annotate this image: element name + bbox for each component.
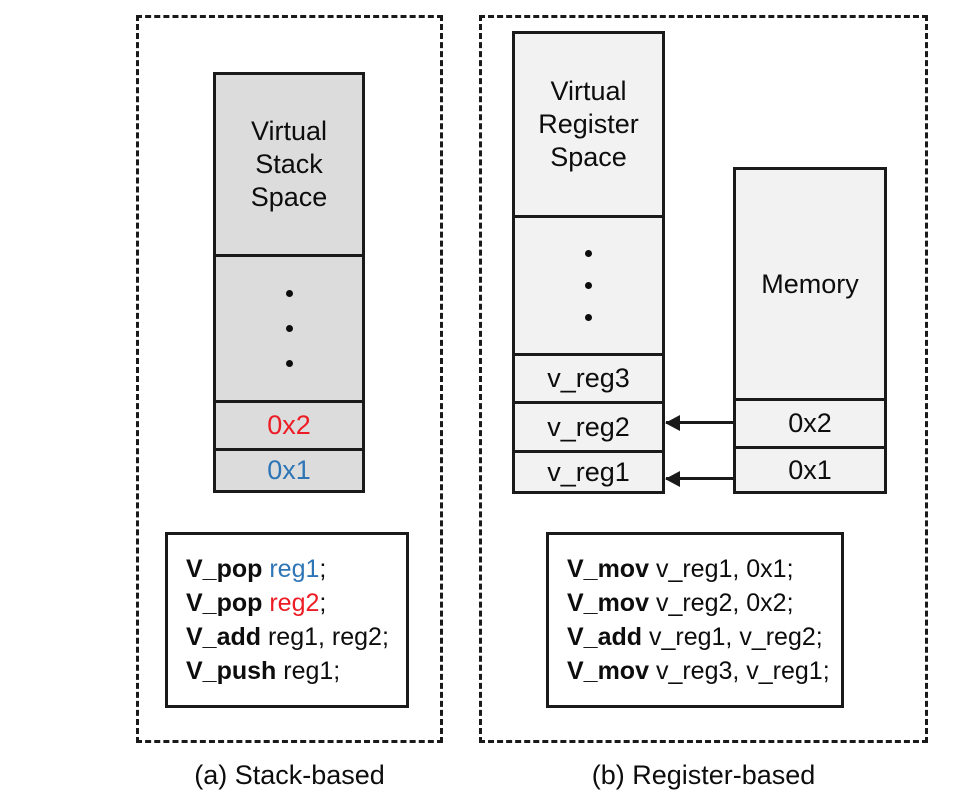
memory-box: Memory 0x2 0x1 xyxy=(733,167,887,494)
vertical-ellipsis-icon xyxy=(216,257,362,400)
code-line: V_add reg1, reg2; xyxy=(186,620,406,654)
code-line: V_mov v_reg3, v_reg1; xyxy=(567,654,841,688)
memory-cell-value-0x1: 0x1 xyxy=(736,446,884,491)
caption-stack-based: (a) Stack-based xyxy=(194,760,385,790)
stack-header-line-2: Stack xyxy=(255,149,323,180)
register-cell-v-reg1-label: v_reg1 xyxy=(547,456,630,487)
arrow-memory-0x2-to-v-reg2 xyxy=(666,421,734,424)
register-header-line-3: Space xyxy=(550,141,627,172)
code-terminator: ; xyxy=(333,657,341,686)
code-op: V_add xyxy=(567,623,643,651)
code-terminator: ; xyxy=(381,623,389,651)
register-cell-v-reg3-label: v_reg3 xyxy=(547,363,630,394)
code-op: V_mov xyxy=(567,588,649,617)
stack-header-line-1: Virtual xyxy=(250,116,328,147)
code-args: reg1, reg2 xyxy=(267,623,382,651)
register-ellipsis-cell xyxy=(515,215,662,353)
code-op: V_pop xyxy=(186,588,263,617)
register-code-listing: V_mov v_reg1, 0x1; V_mov v_reg2, 0x2; V_… xyxy=(546,532,844,708)
code-terminator: ; xyxy=(319,588,327,617)
code-op: V_add xyxy=(186,623,262,651)
code-args: v_reg2, 0x2 xyxy=(655,588,787,617)
vertical-ellipsis-icon xyxy=(515,218,662,353)
memory-header-cell: Memory xyxy=(736,170,884,398)
register-cell-v-reg1: v_reg1 xyxy=(515,450,662,491)
panel-register-based xyxy=(479,15,928,743)
arrow-memory-0x1-to-v-reg1 xyxy=(666,477,734,480)
caption-register-based: (b) Register-based xyxy=(591,760,816,790)
code-args: v_reg1, v_reg2 xyxy=(648,623,816,651)
stack-code-listing: V_pop reg1; V_pop reg2; V_add reg1, reg2… xyxy=(165,532,409,708)
stack-header-line-3: Space xyxy=(250,181,328,212)
code-op: V_mov xyxy=(567,657,649,686)
code-terminator: ; xyxy=(786,554,794,583)
code-line: V_pop reg2; xyxy=(186,586,406,620)
memory-header-label: Memory xyxy=(761,268,859,299)
register-header-line-1: Virtual xyxy=(550,76,627,107)
stack-cell-value-0x2: 0x2 xyxy=(216,400,362,448)
code-terminator: ; xyxy=(815,623,823,651)
virtual-stack-space-box: Virtual Stack Space 0x2 0x1 xyxy=(213,72,365,493)
stack-value-0x1-label: 0x1 xyxy=(267,455,311,486)
code-line: V_mov v_reg2, 0x2; xyxy=(567,586,841,620)
virtual-register-space-box: Virtual Register Space v_reg3 v_reg2 v_r… xyxy=(512,31,665,494)
code-terminator: ; xyxy=(786,588,794,617)
stack-cell-value-0x1: 0x1 xyxy=(216,448,362,490)
register-header-cell: Virtual Register Space xyxy=(515,34,662,215)
code-op: V_pop xyxy=(186,554,263,583)
register-cell-v-reg3: v_reg3 xyxy=(515,353,662,401)
code-args: reg1 xyxy=(269,554,320,583)
code-op: V_mov xyxy=(567,554,649,583)
code-line: V_pop reg1; xyxy=(186,552,406,586)
register-header-line-2: Register xyxy=(538,109,639,140)
code-op: V_push xyxy=(186,657,277,686)
code-args: v_reg3, v_reg1 xyxy=(655,657,823,686)
code-terminator: ; xyxy=(822,657,830,686)
register-cell-v-reg2: v_reg2 xyxy=(515,401,662,450)
code-terminator: ; xyxy=(319,554,327,583)
stack-header-cell: Virtual Stack Space xyxy=(216,75,362,254)
stack-ellipsis-cell xyxy=(216,254,362,400)
code-args: reg1 xyxy=(283,657,334,686)
panel-stack-based xyxy=(136,15,443,743)
code-line: V_add v_reg1, v_reg2; xyxy=(567,620,841,654)
code-args: v_reg1, 0x1 xyxy=(655,554,787,583)
memory-value-0x2-label: 0x2 xyxy=(788,408,832,439)
memory-value-0x1-label: 0x1 xyxy=(788,454,832,485)
register-cell-v-reg2-label: v_reg2 xyxy=(547,411,630,442)
code-args: reg2 xyxy=(269,588,320,617)
code-line: V_mov v_reg1, 0x1; xyxy=(567,552,841,586)
memory-cell-value-0x2: 0x2 xyxy=(736,398,884,446)
stack-value-0x2-label: 0x2 xyxy=(267,410,311,441)
code-line: V_push reg1; xyxy=(186,654,406,688)
